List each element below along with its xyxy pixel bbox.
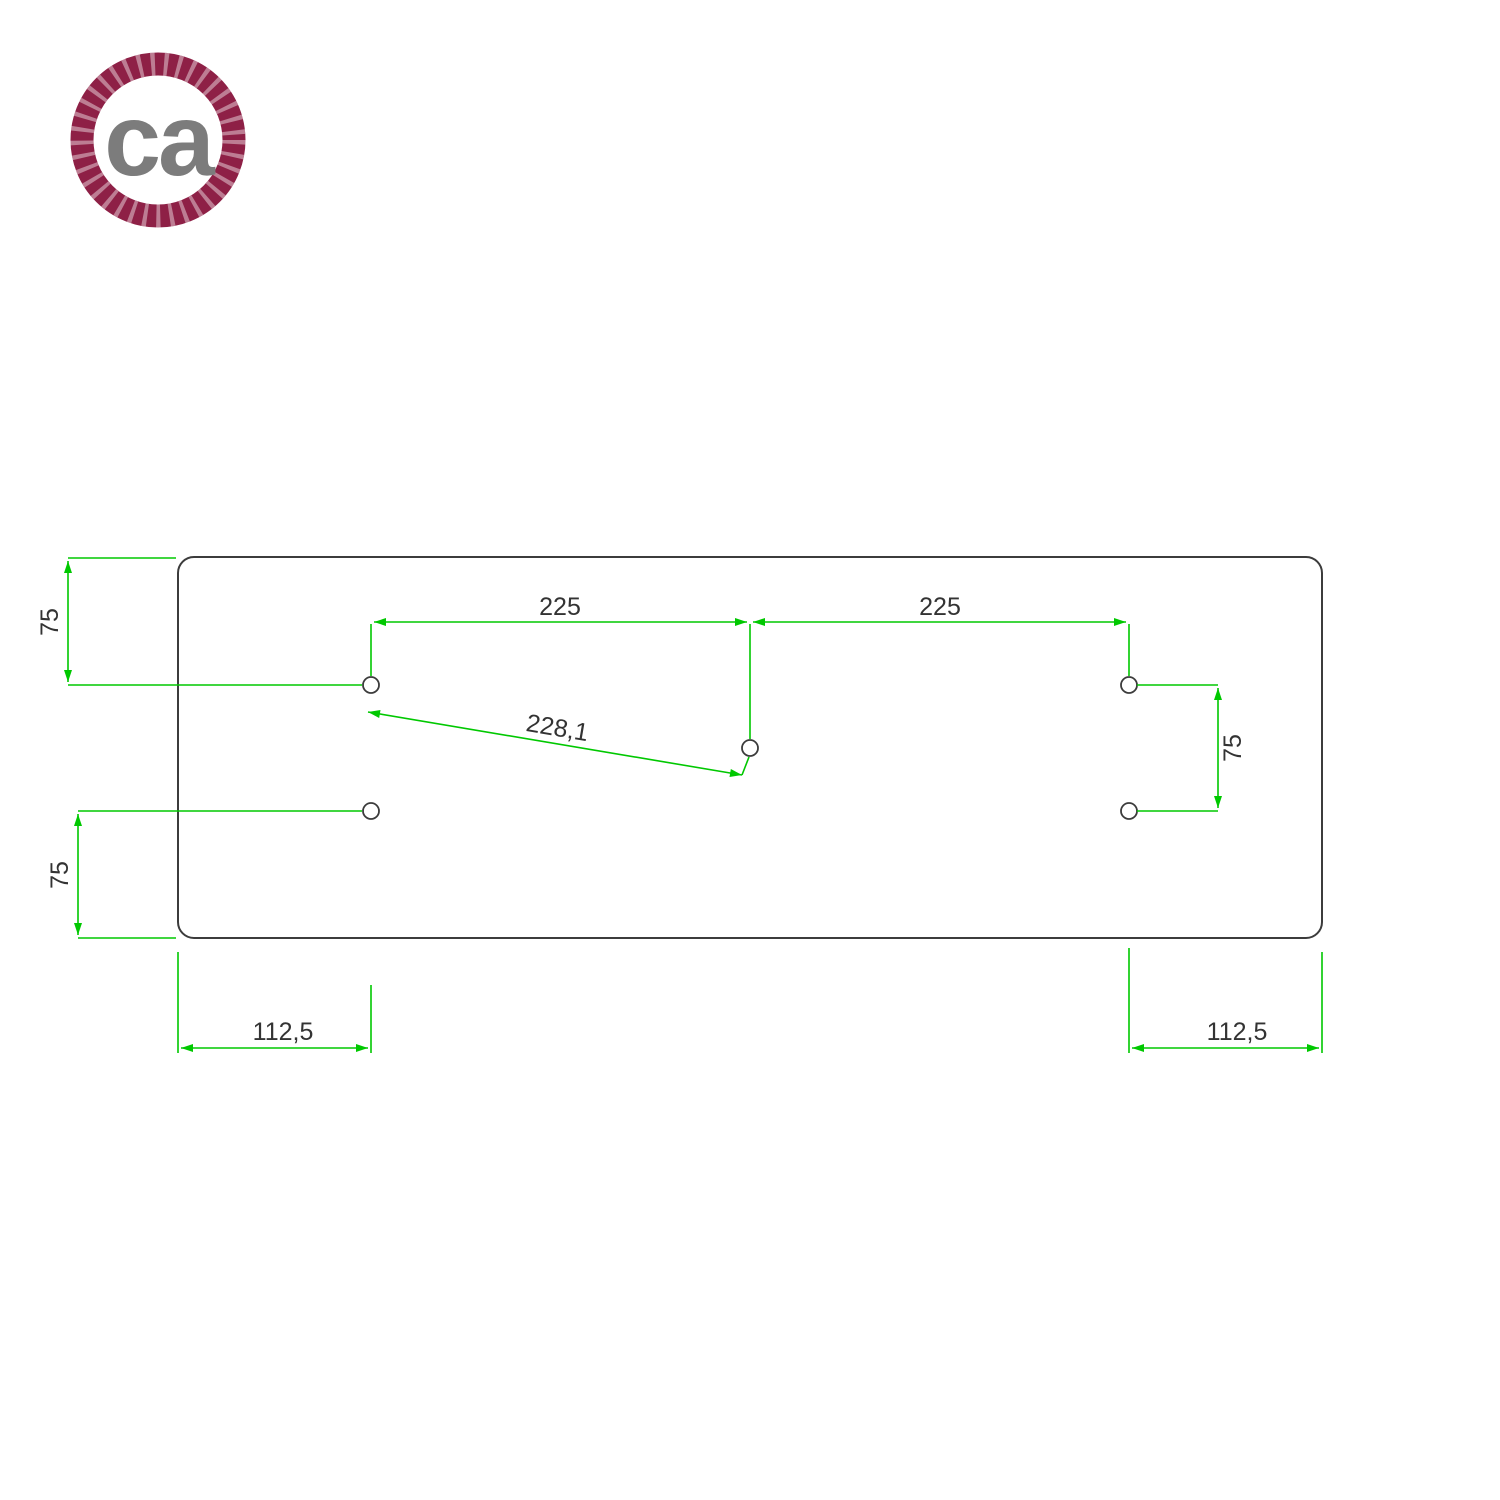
mounting-hole-left-top <box>362 676 380 694</box>
logo-text: ca <box>104 83 216 197</box>
mounting-hole-right-bottom <box>1120 802 1138 820</box>
dimension-label: 112,5 <box>253 1018 314 1046</box>
dimension-225-left: 225 <box>370 593 751 739</box>
mounting-hole-left-bottom <box>362 802 380 820</box>
dimension-label: 75 <box>46 861 74 889</box>
dimension-75-right: 75 <box>1137 684 1247 812</box>
logo-rope-texture-icon <box>70 52 246 228</box>
dimension-label: 75 <box>1219 734 1247 762</box>
dimension-75-bottom-left: 75 <box>46 810 362 939</box>
dimension-112-bottom-right: 112,5 <box>1128 948 1323 1053</box>
mounting-hole-right-top <box>1120 676 1138 694</box>
dimension-label: 112,5 <box>1207 1018 1268 1046</box>
dimension-225-right: 225 <box>753 593 1130 676</box>
dimension-228-diagonal: 228,1 <box>367 709 750 777</box>
dimension-112-bottom-left: 112,5 <box>177 952 372 1053</box>
dimension-label: 225 <box>539 593 581 621</box>
dimension-label: 75 <box>36 608 64 636</box>
dimension-75-top-left: 75 <box>36 557 362 686</box>
dimension-label: 225 <box>919 593 961 621</box>
mounting-hole-center <box>741 739 759 757</box>
brand-logo: ca <box>70 52 246 228</box>
logo-rope-ring-icon <box>70 52 246 228</box>
